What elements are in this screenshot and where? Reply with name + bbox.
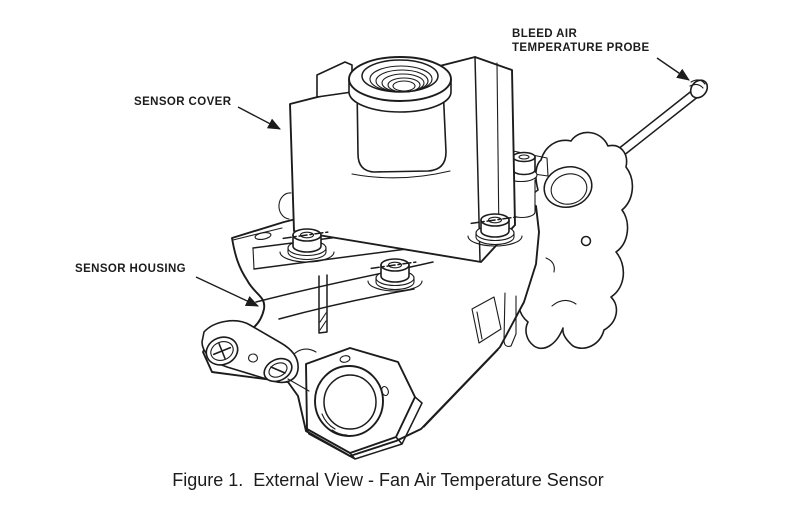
sensor-cover-label: SENSOR COVER <box>134 96 232 108</box>
sensor-housing-drawing <box>202 199 540 457</box>
sensor-cover-drawing <box>278 56 516 263</box>
bracket-small-hole <box>247 353 259 363</box>
wing-slot-hole <box>254 232 272 240</box>
bore-outer-ring <box>314 365 384 437</box>
bleed-air-temperature-probe-label: BLEED AIR TEMPERATURE PROBE <box>512 27 650 55</box>
flange-screw-hole <box>339 355 351 363</box>
cover-mounting-bolts <box>279 213 523 292</box>
housing-flap <box>471 296 502 344</box>
cover-left-boss-arc <box>278 192 292 220</box>
housing-flap-crease <box>476 311 483 340</box>
leader-arrows <box>195 57 690 307</box>
housing-crease <box>255 261 434 303</box>
hex-flange-drawing <box>305 347 423 460</box>
bore-opening <box>323 374 377 430</box>
bracket-mounting-hole <box>543 165 593 209</box>
plate-end-edge <box>252 247 255 270</box>
bleed-air-label-line2: TEMPERATURE PROBE <box>512 42 650 54</box>
bracket-casting-line <box>545 257 555 273</box>
socket-bolt <box>467 213 523 247</box>
port-flange-top <box>348 56 452 102</box>
screw-pointer-mark <box>287 378 310 392</box>
bolt-socket <box>518 154 530 160</box>
bleed-air-label-line1: BLEED AIR <box>512 28 578 40</box>
hex-flange-thickness <box>306 396 423 460</box>
phillips-screw <box>205 336 239 366</box>
cover-step-bottom-edge <box>316 91 353 98</box>
housing-bottom-inner-edge <box>423 349 499 428</box>
figure-caption: Figure 1. External View - Fan Air Temper… <box>172 470 604 490</box>
sensor-housing-label: SENSOR HOUSING <box>75 263 187 275</box>
socket-bolt <box>279 228 335 263</box>
bracket-small-hole <box>580 235 592 247</box>
housing-right-tab <box>503 292 517 347</box>
cover-side-crease <box>496 62 500 241</box>
probe-tip-band <box>689 83 704 89</box>
port-base-shadow <box>351 170 451 179</box>
housing-slot <box>318 274 328 334</box>
socket-bolt <box>367 258 423 292</box>
cover-top-step <box>316 61 353 98</box>
left-screw-bracket-drawing <box>201 320 310 392</box>
bracket-casting-line <box>551 299 577 307</box>
flange-screw-hole <box>381 385 389 397</box>
socket-bolt-top <box>512 151 536 163</box>
sensor-cover-leader-arrow <box>237 106 281 130</box>
port-threads <box>369 65 433 93</box>
housing-slot-hatch <box>319 312 327 331</box>
slotted-screw <box>263 357 293 383</box>
sensor-housing-leader-arrow <box>195 276 259 307</box>
probe-leader-arrow <box>656 57 690 81</box>
mounting-bracket-drawing <box>517 131 634 350</box>
probe-tip-band <box>690 79 706 85</box>
cover-front-edge <box>474 56 481 262</box>
bracket-mounting-hole-inner <box>550 173 588 205</box>
bore-thread-marks <box>321 413 348 436</box>
